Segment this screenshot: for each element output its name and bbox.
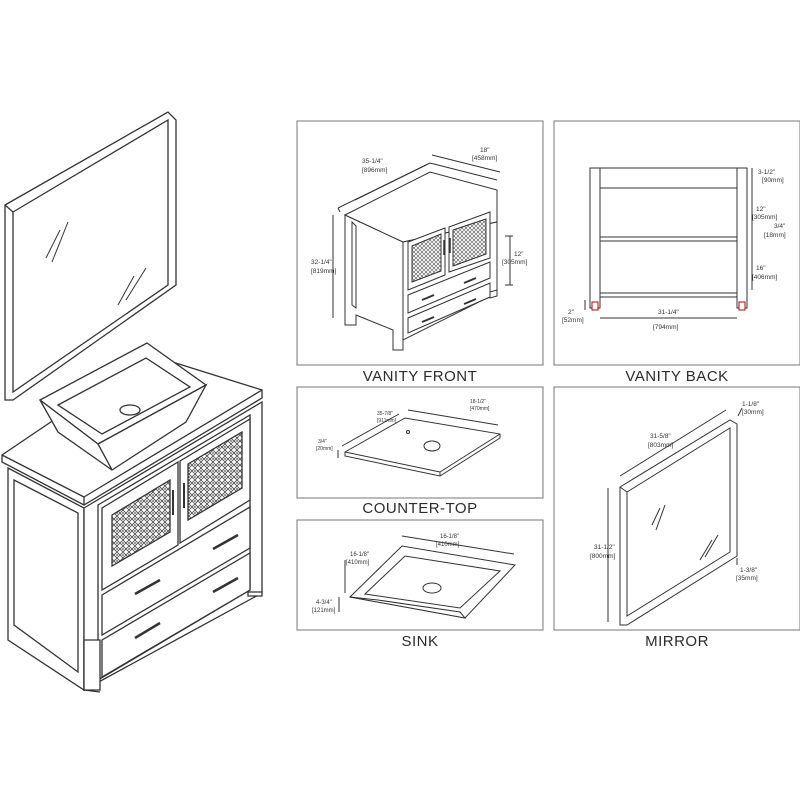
mirror-frame <box>553 386 800 631</box>
ct-depth-mm: [470mm] <box>470 406 490 412</box>
vanity-front-drawing <box>332 154 513 351</box>
mirror-illustration <box>4 111 177 401</box>
counter-top-frame <box>296 386 544 499</box>
vf-width-in: 35-1/4" <box>362 158 383 165</box>
vf-depth-in: 18" <box>480 147 490 154</box>
mirror-width-in: 31-5/8" <box>650 433 671 440</box>
mirror-height-in: 31-1/2" <box>594 544 615 551</box>
sink-title: SINK <box>401 633 439 650</box>
mirror-title: MIRROR <box>645 633 709 650</box>
sink-width-in: 16-1/8" <box>440 534 459 540</box>
ct-length-mm: [911mm] <box>377 418 397 424</box>
ct-depth-in: 18-1/2" <box>470 399 486 405</box>
product-illustration <box>1 111 263 693</box>
vanity-back-drawing <box>584 167 753 319</box>
vb-bottom-in: 16" <box>756 265 766 272</box>
vb-top-in: 3-1/2" <box>758 169 776 176</box>
vanity-front-frame <box>296 120 544 366</box>
vf-drawer-in: 12" <box>514 251 524 258</box>
sink-drawing <box>338 535 517 619</box>
vb-gap-mm: [305mm] <box>752 214 777 221</box>
mirror-frame-in: 1-3/8" <box>740 567 758 574</box>
mirror-dims: 1-1/8" [30mm] 31-5/8" [803mm] 31-1/2" [8… <box>590 401 764 582</box>
vessel-sink-illustration <box>38 342 208 471</box>
sink-height-in: 4-3/4" <box>316 600 332 606</box>
ct-length-in: 35-7/8" <box>377 411 393 417</box>
mirror-depth-in: 1-1/8" <box>742 401 760 408</box>
vb-foot-mm: [52mm] <box>562 317 584 324</box>
vb-shelf-in: 3/4" <box>774 223 786 230</box>
panel-frames <box>296 120 800 631</box>
vanity-front-title: VANITY FRONT <box>362 368 478 385</box>
vf-width-mm: [896mm] <box>362 167 387 174</box>
vanity-back-title: VANITY BACK <box>625 368 729 385</box>
sink-frame <box>296 519 544 631</box>
sink-width-mm: [410mm] <box>436 542 460 548</box>
vb-foot-in: 2" <box>568 309 575 316</box>
ct-thick-in: 3/4" <box>318 439 327 445</box>
sink-height-mm: [121mm] <box>312 608 336 614</box>
vf-height-in: 32-1/4" <box>311 259 332 266</box>
vanity-front-dims: 35-1/4" [896mm] 18" [458mm] 32-1/4" [819… <box>311 147 527 275</box>
counter-top-drawing <box>337 409 501 477</box>
mirror-height-mm: [800mm] <box>590 553 615 560</box>
cabinet-illustration <box>7 400 263 693</box>
sink-depth-in: 16-1/8" <box>350 552 369 558</box>
ct-thick-mm: [20mm] <box>316 446 333 452</box>
vanity-back-dims: 3-1/2" [90mm] 12" [305mm] 3/4" [18mm] 16… <box>562 169 786 331</box>
counter-top-title: COUNTER-TOP <box>362 500 478 517</box>
vb-gap-in: 12" <box>756 206 766 213</box>
vb-shelf-mm: [18mm] <box>764 232 786 239</box>
vf-depth-mm: [458mm] <box>472 155 497 162</box>
vb-inner-in: 31-1/4" <box>658 309 679 316</box>
mirror-drawing <box>607 407 743 626</box>
mirror-depth-mm: [30mm] <box>742 409 764 416</box>
vf-height-mm: [819mm] <box>311 268 336 275</box>
sink-dims: 16-1/8" [410mm] 16-1/8" [410mm] 4-3/4" [… <box>312 534 460 614</box>
vb-bottom-mm: [406mm] <box>752 274 777 281</box>
sink-depth-mm: [410mm] <box>346 560 370 566</box>
vb-top-mm: [90mm] <box>762 177 784 184</box>
vf-drawer-mm: [305mm] <box>502 259 527 266</box>
vb-inner-mm: [794mm] <box>653 324 678 331</box>
mirror-frame-mm: [35mm] <box>736 575 758 582</box>
counter-top-dims: 35-7/8" [911mm] 18-1/2" [470mm] 3/4" [20… <box>316 399 490 452</box>
mirror-width-mm: [803mm] <box>648 442 673 449</box>
vanity-back-frame <box>553 120 800 366</box>
